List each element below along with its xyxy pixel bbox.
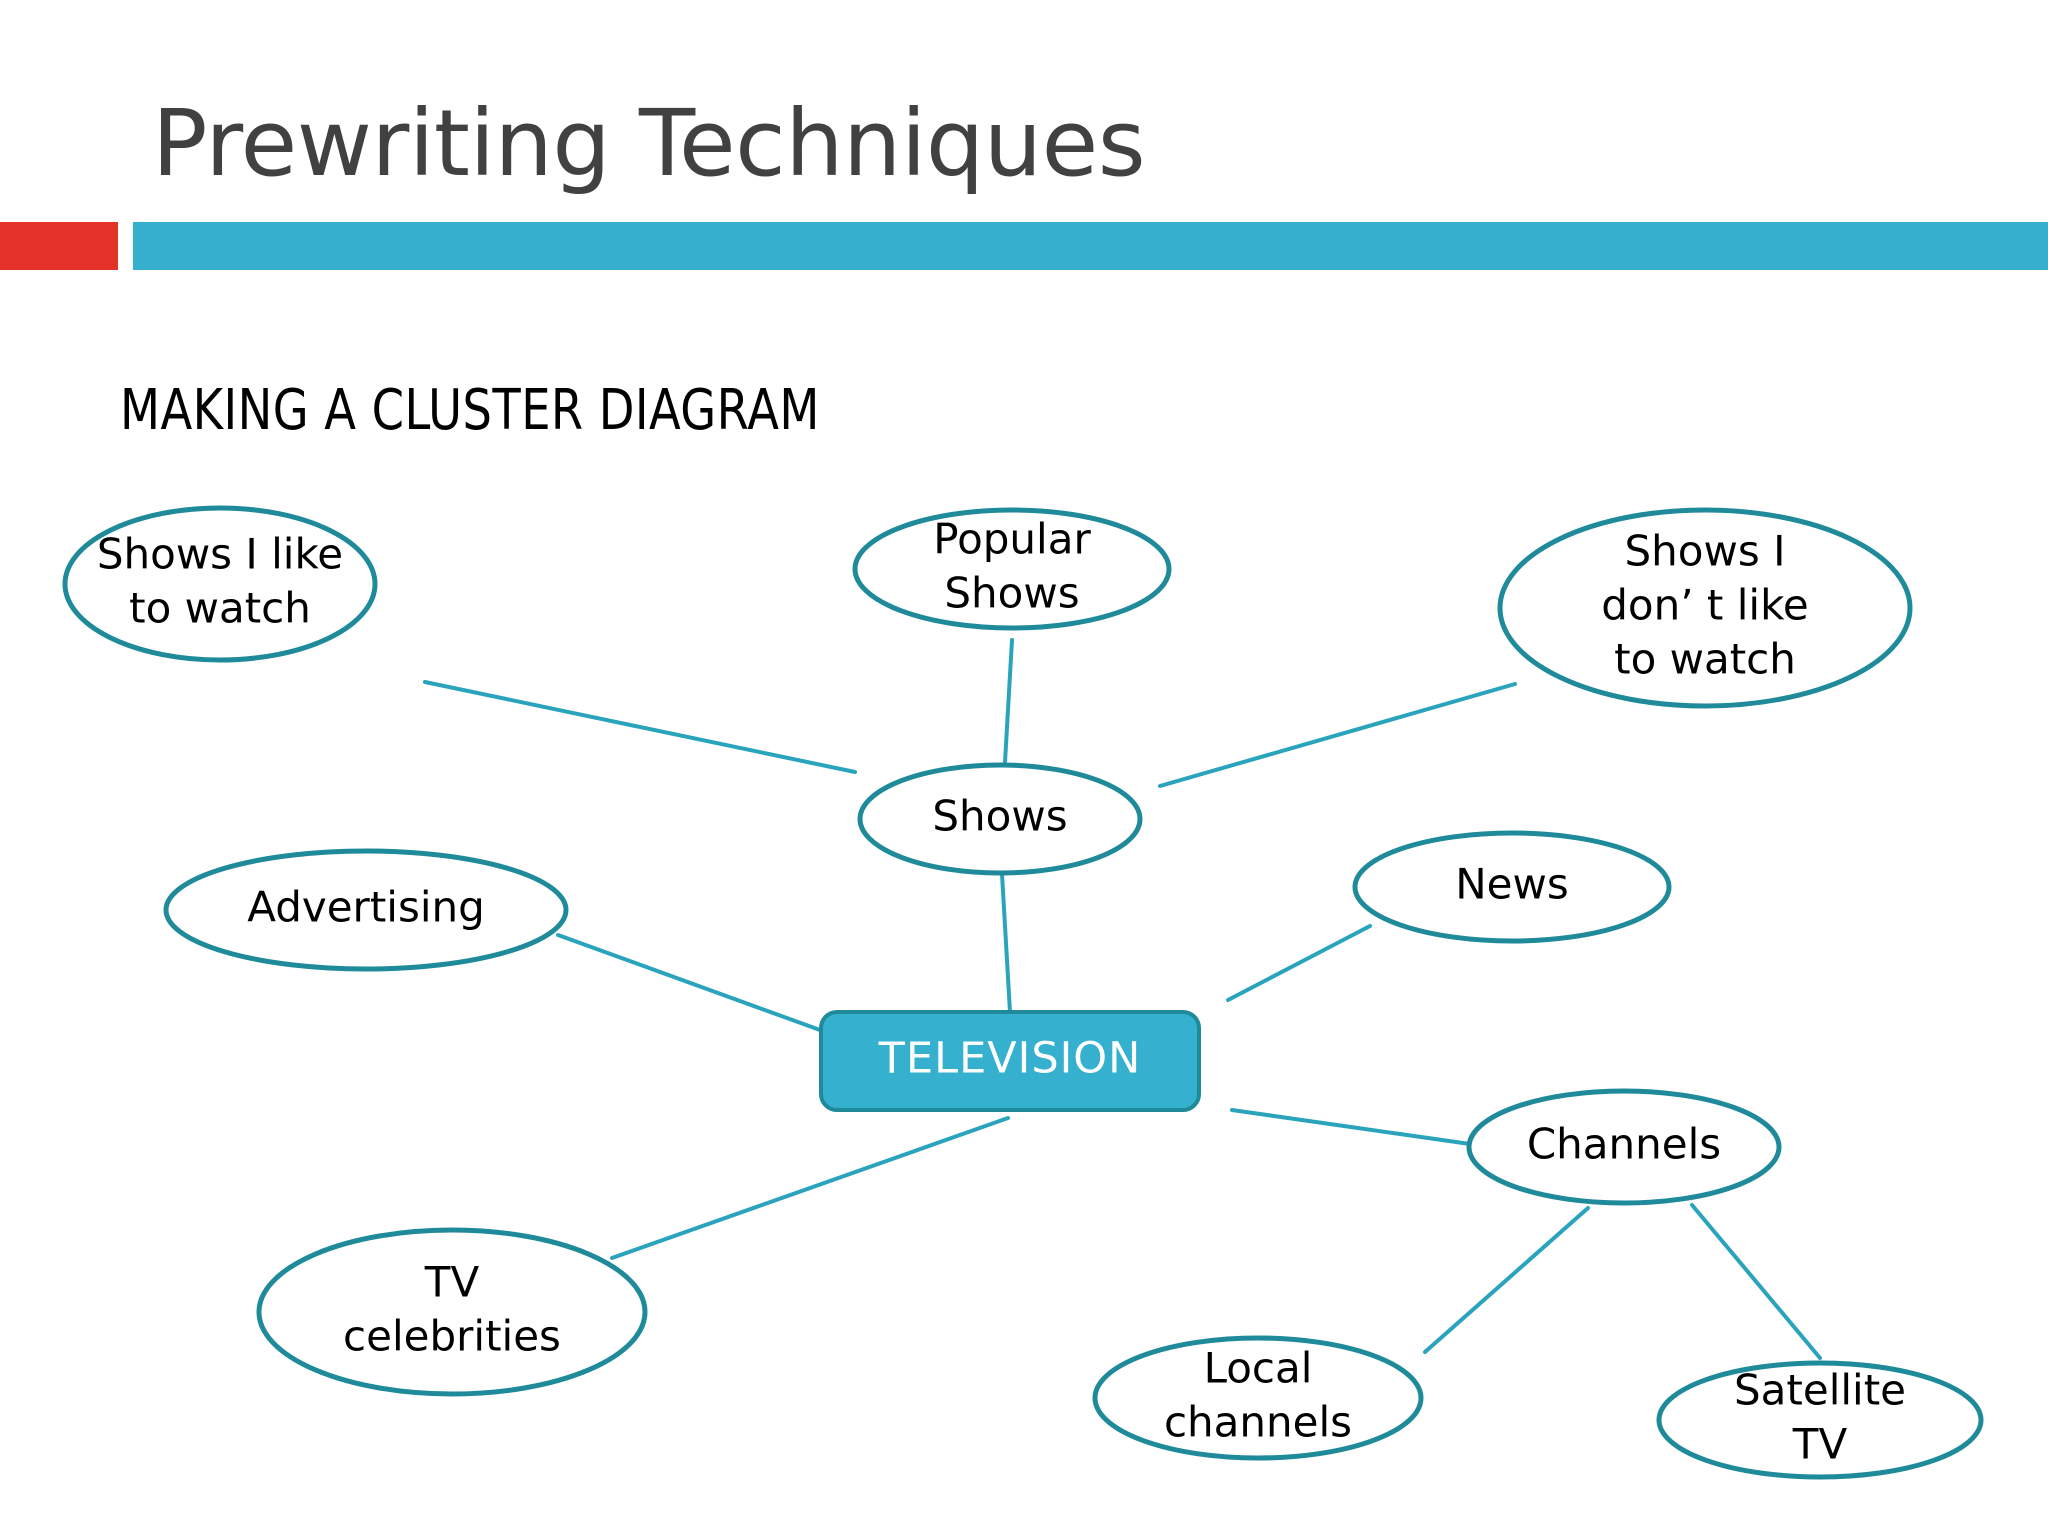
node-label-satellite-tv: TV xyxy=(1792,1420,1848,1469)
node-label-local-channels: channels xyxy=(1164,1398,1352,1447)
node-label-shows-i-like: Shows I like xyxy=(97,530,343,579)
node-channels[interactable]: Channels xyxy=(1466,1088,1782,1206)
node-label-shows: Shows xyxy=(932,792,1067,841)
page-title: Prewriting Techniques xyxy=(152,90,1146,197)
node-label-shows-i-like: to watch xyxy=(129,584,311,633)
edge-channels-local xyxy=(1423,1206,1590,1354)
node-label-shows-i-dont-like: to watch xyxy=(1614,635,1796,684)
edge-dontlike-shows xyxy=(1158,682,1517,788)
node-shape-shows-i-like[interactable] xyxy=(62,505,378,663)
node-label-local-channels: Local xyxy=(1204,1344,1313,1393)
node-shows-i-like[interactable]: Shows I like to watch xyxy=(62,505,378,663)
television-center-box[interactable] xyxy=(819,1010,1201,1112)
edge-tv-channels xyxy=(1230,1108,1500,1150)
node-label-shows-i-dont-like: don’ t like xyxy=(1601,581,1809,630)
edge-tv-celebrities xyxy=(610,1116,1010,1260)
slide-subtitle: MAKING A CLUSTER DIAGRAM xyxy=(120,378,820,443)
node-label-shows-i-dont-like: Shows I xyxy=(1625,527,1786,576)
node-local-channels[interactable]: Local channels xyxy=(1092,1335,1424,1461)
node-shows[interactable]: Shows xyxy=(857,762,1143,876)
node-shape-satellite-tv[interactable] xyxy=(1656,1360,1984,1480)
node-shape-shows-i-dont-like[interactable] xyxy=(1497,507,1913,709)
node-shape-news[interactable] xyxy=(1352,830,1672,944)
node-shape-shows[interactable] xyxy=(857,762,1143,876)
edge-showslike-shows xyxy=(423,680,857,774)
node-label-popular-shows: Popular xyxy=(933,515,1091,564)
node-shows-i-dont-like[interactable]: Shows I don’ t like to watch xyxy=(1497,507,1913,709)
accent-bar-red xyxy=(0,222,118,270)
node-tv-celebrities[interactable]: TV celebrities xyxy=(256,1227,648,1397)
accent-bar-blue xyxy=(133,222,2048,270)
node-label-news: News xyxy=(1455,860,1569,909)
edge-channels-satellite xyxy=(1690,1203,1822,1360)
node-shape-tv-celebrities[interactable] xyxy=(256,1227,648,1397)
node-label-advertising: Advertising xyxy=(247,883,485,932)
node-label-channels: Channels xyxy=(1527,1120,1721,1169)
node-label-tv-celebrities: TV xyxy=(424,1258,480,1307)
node-news[interactable]: News xyxy=(1352,830,1672,944)
node-shape-channels[interactable] xyxy=(1466,1088,1782,1206)
node-shape-local-channels[interactable] xyxy=(1092,1335,1424,1461)
node-shape-popular-shows[interactable] xyxy=(852,507,1172,631)
connector-lines-group xyxy=(423,638,1822,1360)
edge-advertising-tv xyxy=(556,933,822,1032)
diagram-center-group: TELEVISION xyxy=(819,1010,1201,1112)
node-label-satellite-tv: Satellite xyxy=(1734,1366,1906,1415)
edge-popular-shows xyxy=(1003,638,1014,764)
television-center-label: TELEVISION xyxy=(878,1034,1142,1084)
node-shape-advertising[interactable] xyxy=(163,848,569,972)
node-label-tv-celebrities: celebrities xyxy=(343,1312,561,1361)
edge-shows-television xyxy=(1000,872,1012,1014)
edge-news-television xyxy=(1226,924,1372,1002)
node-label-popular-shows: Shows xyxy=(944,569,1079,618)
node-advertising[interactable]: Advertising xyxy=(163,848,569,972)
